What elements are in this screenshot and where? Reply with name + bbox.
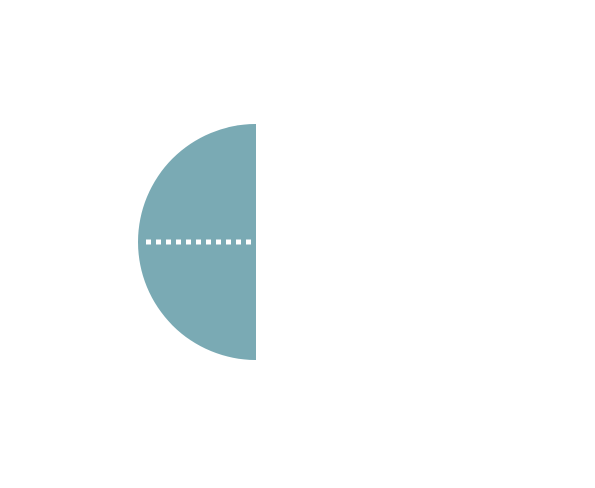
diagram-canvas [0,0,595,488]
background [0,0,595,488]
